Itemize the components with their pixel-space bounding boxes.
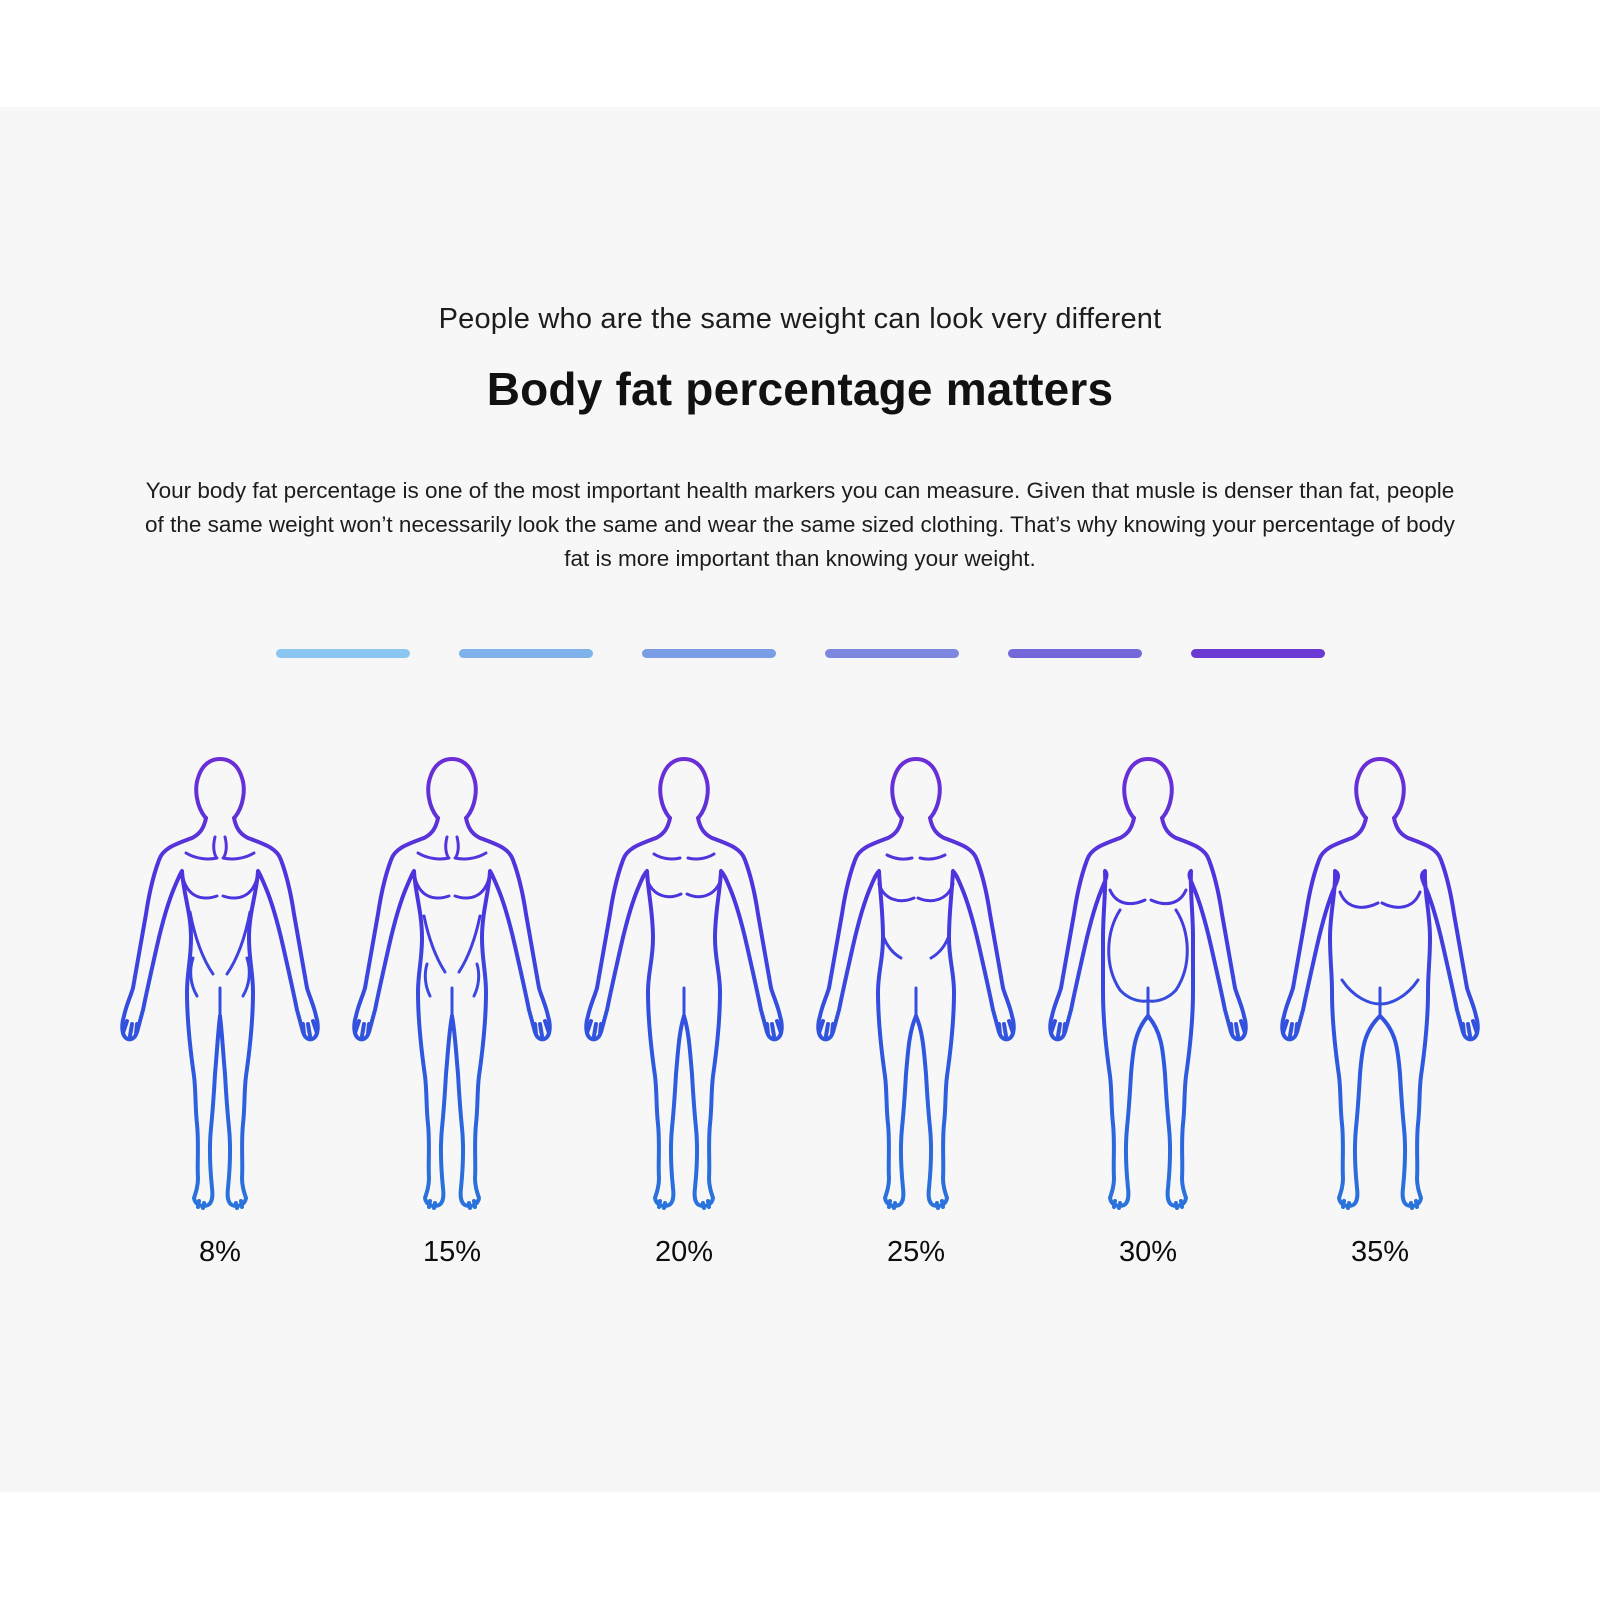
body-figure-column: 20% <box>574 740 794 1269</box>
figure-row: 8% 15% 20% 25% 30% 35% <box>110 740 1490 1269</box>
body-silhouette-icon <box>813 740 1019 1220</box>
scale-segment <box>458 649 593 659</box>
bodyfat-percentage-label: 15% <box>422 1236 482 1269</box>
body-figure-column: 30% <box>1038 740 1258 1269</box>
eyebrow-text: People who are the same weight can look … <box>438 303 1162 335</box>
body-figure-column: 35% <box>1270 740 1490 1269</box>
bodyfat-scale <box>275 649 1325 659</box>
bodyfat-percentage-label: 8% <box>199 1236 241 1269</box>
bodyfat-percentage-label: 35% <box>1350 1236 1410 1269</box>
bodyfat-percentage-label: 20% <box>654 1236 714 1269</box>
body-silhouette-icon <box>1277 740 1483 1220</box>
bodyfat-percentage-label: 30% <box>1118 1236 1178 1269</box>
bodyfat-percentage-label: 25% <box>886 1236 946 1269</box>
body-figure-column: 15% <box>342 740 562 1269</box>
scale-segment <box>824 649 959 659</box>
page-title: Body fat percentage matters <box>486 363 1114 415</box>
body-silhouette-icon <box>1045 740 1251 1220</box>
scale-segment <box>641 649 776 659</box>
scale-segment <box>1007 649 1142 659</box>
body-silhouette-icon <box>581 740 787 1220</box>
body-figure-column: 25% <box>806 740 1026 1269</box>
scale-segment <box>275 649 410 659</box>
body-figure-column: 8% <box>110 740 330 1269</box>
intro-paragraph: Your body fat percentage is one of the m… <box>145 478 1455 571</box>
body-fat-section: People who are the same weight can look … <box>0 107 1600 1492</box>
top-white-margin <box>0 0 1600 107</box>
body-silhouette-icon <box>349 740 555 1220</box>
scale-segment <box>1190 649 1325 659</box>
body-silhouette-icon <box>117 740 323 1220</box>
